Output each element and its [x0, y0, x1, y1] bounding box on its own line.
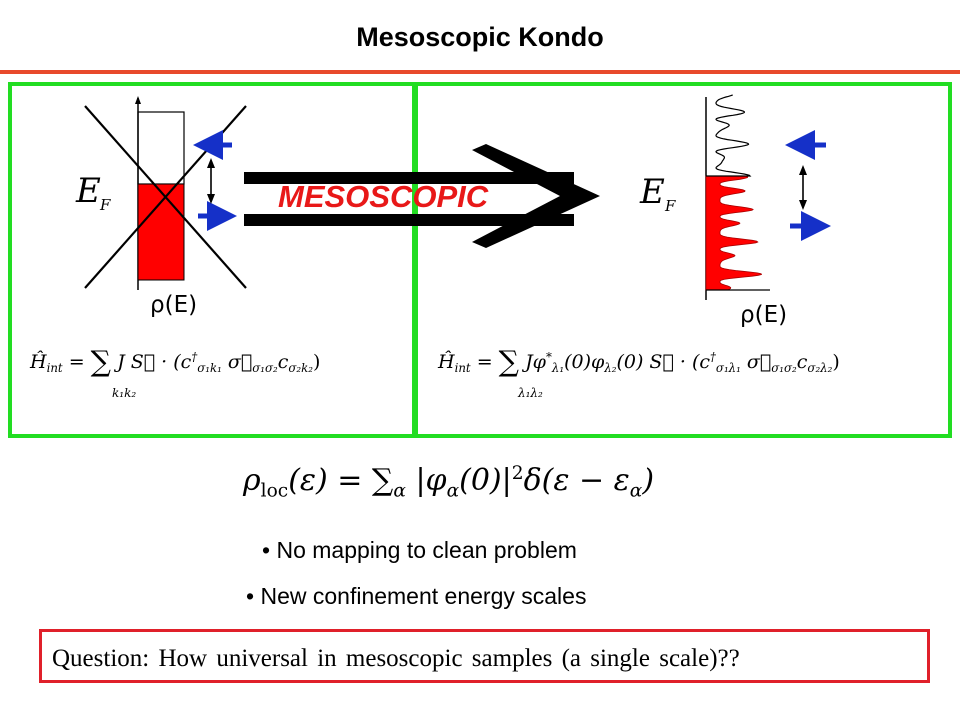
local-dos-formula: ρloc(ε) = ∑α |φα(0)|2δ(ε − εα) [243, 463, 655, 502]
mesoscopic-transition-arrow: MESOSCOPIC [244, 144, 600, 248]
right-fermi-label: E [639, 172, 665, 212]
bullet-item: • No mapping to clean problem [262, 537, 577, 563]
mesoscopic-arrow-label: MESOSCOPIC [278, 179, 489, 214]
mesoscopic-hamiltonian: Ĥint = ∑ Jφ*λ₁(0)φλ₂(0) S⃗ · (c†σ₁λ₁ σ⃗σ… [438, 344, 840, 400]
bulk-sum-limits: k₁k₂ [112, 386, 137, 400]
bullet-item: • New confinement energy scales [246, 583, 587, 609]
right-dos-empty-levels [706, 94, 752, 177]
left-spin-arrows [193, 130, 237, 231]
right-dos-plot: E F ρ(E) [639, 94, 787, 328]
left-dos-filled-band [137, 183, 185, 281]
left-dos-plot: E F ρ(E) [75, 96, 247, 318]
bulk-hamiltonian: Ĥint = ∑ J S⃗ · (c†σ₁k₁ σ⃗σ₁σ₂cσ₂k₂) k₁k… [30, 344, 321, 400]
right-dos-label: ρ(E) [740, 302, 787, 328]
left-fermi-label: E [75, 171, 101, 211]
title-underline [0, 70, 960, 74]
mesoscopic-sum-limits: λ₁λ₂ [518, 386, 543, 400]
left-dos-label: ρ(E) [150, 292, 197, 318]
right-dos-filled-levels [705, 175, 763, 291]
right-fermi-sub: F [664, 197, 676, 215]
bulk-kondo-panel [8, 82, 418, 438]
mesoscopic-kondo-panel [412, 82, 952, 438]
right-spin-arrows [785, 130, 831, 241]
left-fermi-sub: F [99, 196, 111, 214]
slide-title: Mesoscopic Kondo [356, 22, 604, 52]
question-box: Question: How universal in mesoscopic sa… [39, 629, 930, 683]
